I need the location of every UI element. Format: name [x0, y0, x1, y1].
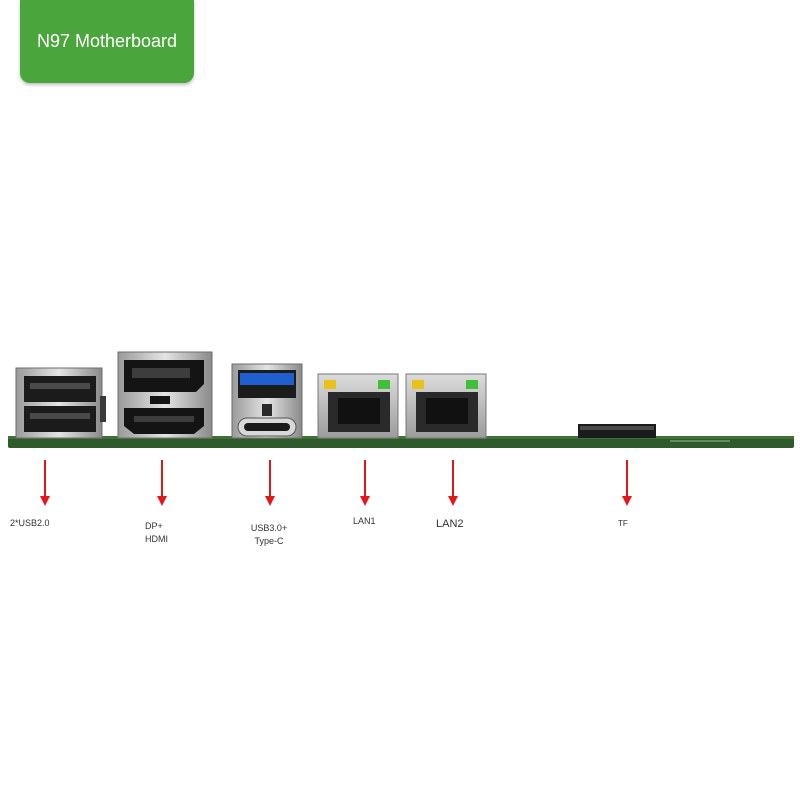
dp-hdmi-port [117, 351, 213, 439]
label-tf: TF [618, 517, 628, 530]
label-lan2: LAN2 [436, 518, 464, 531]
label-line: LAN1 [353, 516, 376, 526]
label-usb2: 2*USB2.0 [10, 517, 50, 530]
label-dp-hdmi: DP+ HDMI [145, 520, 168, 546]
label-line: 2*USB2.0 [10, 518, 50, 528]
label-usb3-typec: USB3.0+ Type-C [251, 522, 287, 548]
usb3-typec-port [231, 363, 303, 439]
tf-slot [578, 424, 656, 438]
label-line: TF [618, 519, 628, 528]
page-title: N97 Motherboard [36, 31, 178, 51]
lan2-port [405, 373, 487, 439]
usb2-port [15, 367, 106, 439]
label-line: DP+ [145, 521, 163, 531]
label-line: USB3.0+ [250, 523, 288, 533]
label-line: LAN2 [436, 518, 464, 530]
label-line: HDMI [145, 534, 168, 544]
title-badge: N97 Motherboard [20, 0, 194, 83]
label-line: Type-C [254, 536, 284, 546]
label-lan1: LAN1 [353, 515, 376, 528]
lan1-port [317, 373, 399, 439]
